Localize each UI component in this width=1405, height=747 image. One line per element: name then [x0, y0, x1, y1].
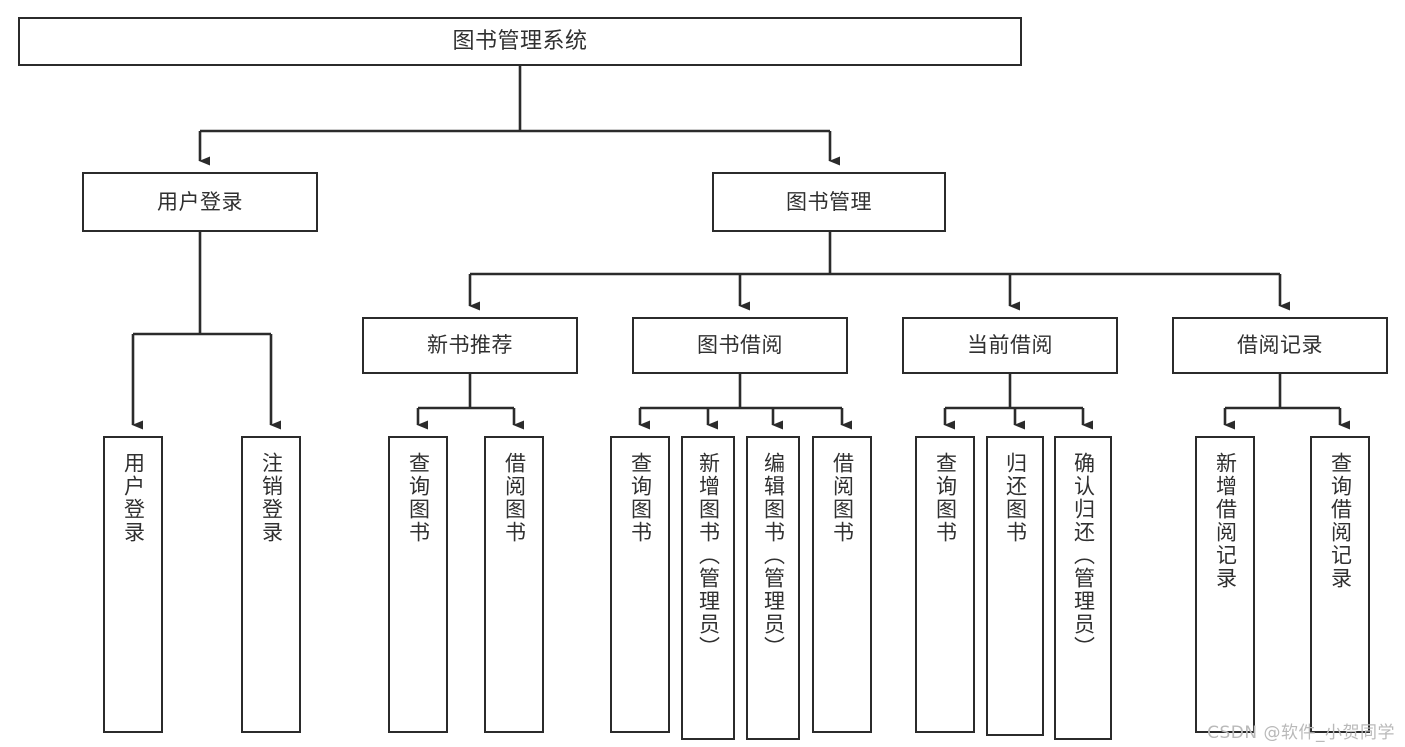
node-leaf-records-add-label: 新增借阅记录 [1213, 452, 1238, 590]
node-borrow-records[interactable]: 借阅记录 [1172, 317, 1388, 374]
node-current-borrow-label: 当前借阅 [967, 333, 1053, 358]
node-leaf-book-borrow-edit[interactable]: 编辑图书（管理员） [746, 436, 800, 740]
node-leaf-book-borrow-add-label: 新增图书（管理员） [696, 452, 721, 659]
node-user-login-label: 用户登录 [157, 189, 243, 214]
node-leaf-user-login-signin-label: 用户登录 [121, 452, 146, 544]
node-leaf-book-borrow-borrow[interactable]: 借阅图书 [812, 436, 872, 733]
node-leaf-current-borrow-query-label: 查询图书 [933, 452, 958, 544]
node-leaf-new-book-borrow[interactable]: 借阅图书 [484, 436, 544, 733]
node-leaf-book-borrow-borrow-label: 借阅图书 [830, 452, 855, 544]
node-leaf-new-book-query[interactable]: 查询图书 [388, 436, 448, 733]
node-leaf-user-login-signin[interactable]: 用户登录 [103, 436, 163, 733]
node-leaf-book-borrow-query[interactable]: 查询图书 [610, 436, 670, 733]
node-book-borrow[interactable]: 图书借阅 [632, 317, 848, 374]
node-leaf-new-book-query-label: 查询图书 [406, 452, 431, 544]
node-leaf-current-borrow-confirm-label: 确认归还（管理员） [1071, 452, 1096, 659]
node-new-book-recommend[interactable]: 新书推荐 [362, 317, 578, 374]
node-root-system[interactable]: 图书管理系统 [18, 17, 1022, 66]
node-leaf-book-borrow-query-label: 查询图书 [628, 452, 653, 544]
node-leaf-book-borrow-edit-label: 编辑图书（管理员） [761, 452, 786, 659]
node-book-borrow-label: 图书借阅 [697, 333, 783, 358]
node-root-system-label: 图书管理系统 [452, 28, 588, 54]
node-current-borrow[interactable]: 当前借阅 [902, 317, 1118, 374]
node-leaf-current-borrow-return-label: 归还图书 [1003, 452, 1028, 544]
node-leaf-current-borrow-query[interactable]: 查询图书 [915, 436, 975, 733]
node-leaf-new-book-borrow-label: 借阅图书 [502, 452, 527, 544]
node-leaf-current-borrow-confirm[interactable]: 确认归还（管理员） [1054, 436, 1112, 740]
node-borrow-records-label: 借阅记录 [1237, 333, 1323, 358]
node-leaf-records-query-label: 查询借阅记录 [1328, 452, 1353, 590]
node-book-management-label: 图书管理 [786, 189, 872, 214]
node-leaf-user-login-signout[interactable]: 注销登录 [241, 436, 301, 733]
node-new-book-recommend-label: 新书推荐 [427, 333, 513, 358]
node-leaf-book-borrow-add[interactable]: 新增图书（管理员） [681, 436, 735, 740]
node-book-management[interactable]: 图书管理 [712, 172, 946, 232]
node-leaf-records-query[interactable]: 查询借阅记录 [1310, 436, 1370, 733]
node-leaf-records-add[interactable]: 新增借阅记录 [1195, 436, 1255, 733]
node-leaf-user-login-signout-label: 注销登录 [259, 452, 284, 544]
node-leaf-current-borrow-return[interactable]: 归还图书 [986, 436, 1044, 736]
node-user-login[interactable]: 用户登录 [82, 172, 318, 232]
